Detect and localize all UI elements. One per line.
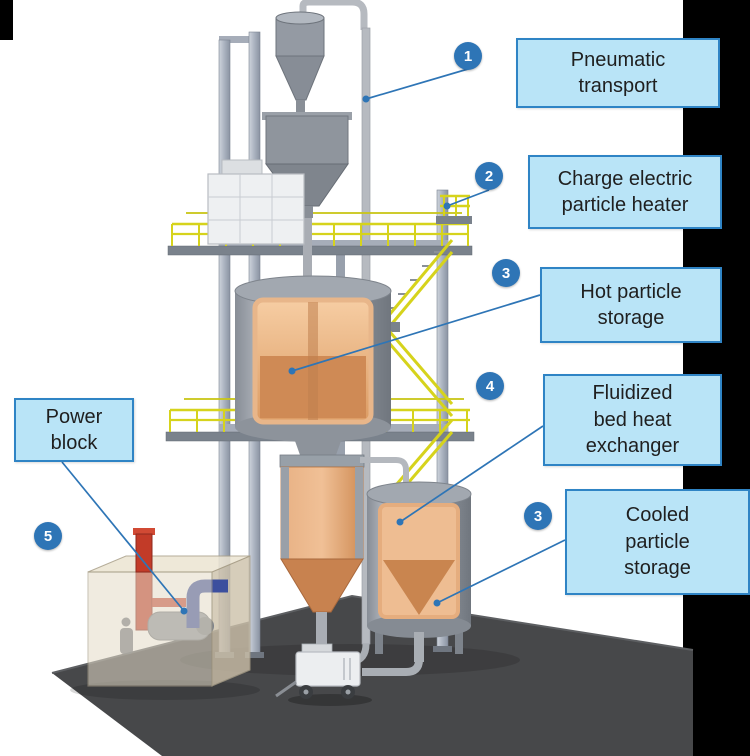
callout-cooled-storage-label: Cooled particle storage: [624, 504, 691, 580]
callout-fluidized-bed-heat-exchanger: Fluidized bed heat exchanger: [543, 374, 722, 466]
black-corner-mark: [0, 0, 13, 40]
callout-hot-storage-label: Hot particle storage: [580, 280, 682, 329]
callout-fbhx-label: Fluidized bed heat exchanger: [585, 382, 680, 458]
callout-badge-5: 5: [34, 522, 62, 550]
generator-cart: [275, 643, 372, 706]
callout-badge-3-hot: 3: [492, 259, 520, 287]
callout-power-block: Power block: [14, 398, 134, 462]
callout-pneumatic-transport-label: Pneumatic transport: [570, 48, 666, 97]
fluidized-bed-heat-exchanger-vessel: [279, 427, 365, 648]
leader-line-hot-storage: [291, 294, 541, 372]
power-block-building: [87, 528, 251, 687]
cooled-particle-storage-tank: [362, 481, 472, 676]
chimney-cap: [133, 528, 155, 535]
callout-badge-2: 2: [475, 162, 503, 190]
electric-particle-heater-unit: [207, 159, 305, 245]
callout-cooled-particle-storage: Cooled particle storage: [565, 489, 750, 595]
callout-pneumatic-transport: Pneumatic transport: [516, 38, 720, 108]
leader-dots: [180, 95, 451, 615]
crossover-pipe: [360, 457, 409, 492]
hot-particle-storage-tank: [234, 275, 392, 442]
cyclone-separator-icon: [275, 11, 325, 116]
leader-lines: [61, 68, 566, 612]
callout-badge-3-cooled: 3: [524, 502, 552, 530]
leader-line-pneumatic: [365, 68, 469, 100]
leader-line-heater: [446, 189, 490, 207]
callout-badge-1: 1: [454, 42, 482, 70]
leader-line-cooled-storage: [436, 539, 566, 604]
callout-hot-particle-storage: Hot particle storage: [540, 267, 722, 343]
leader-line-fbhx: [399, 425, 544, 523]
leader-line-power-block: [61, 461, 185, 612]
callout-heater-label: Charge electric particle heater: [557, 167, 693, 216]
callout-power-block-label: Power block: [45, 405, 103, 454]
callout-badge-4: 4: [476, 372, 504, 400]
callout-charge-electric-particle-heater: Charge electric particle heater: [528, 155, 722, 229]
